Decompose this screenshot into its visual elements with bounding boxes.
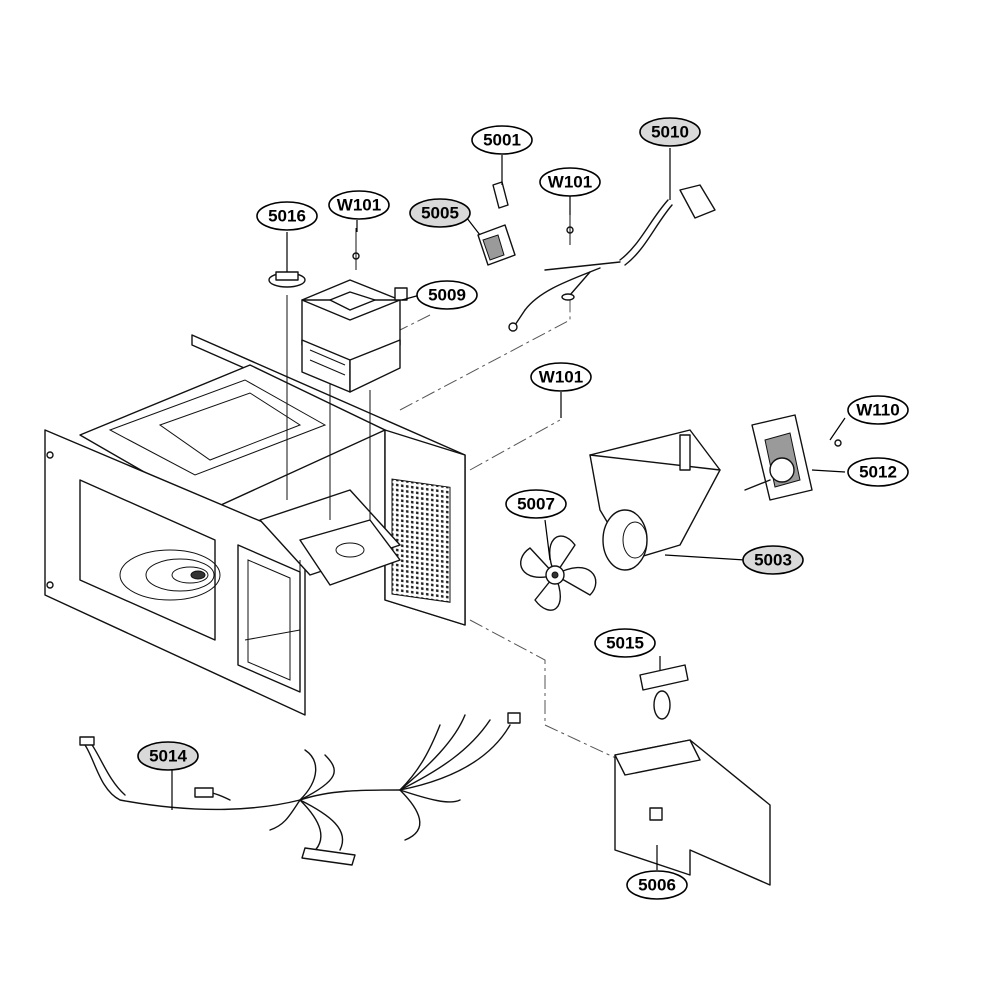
label-5007: 5007 [505, 489, 567, 519]
svg-text:W110: W110 [856, 401, 899, 420]
lamp-part-5015 [639, 664, 689, 720]
oven-cavity-chassis [44, 295, 466, 716]
svg-text:W101: W101 [539, 368, 583, 387]
svg-text:5012: 5012 [859, 463, 897, 482]
svg-text:W101: W101 [548, 173, 592, 192]
label-5014: 5014 [137, 741, 199, 771]
svg-text:5015: 5015 [606, 634, 644, 653]
thermostat-part-5016 [268, 271, 306, 288]
label-5003: 5003 [742, 545, 804, 575]
label-5012: 5012 [847, 457, 909, 487]
fuse-part-5001 [492, 181, 509, 209]
label-w101-top-left: W101 [328, 190, 390, 220]
fan-motor-part-5012 [744, 414, 842, 501]
fuse-holder-part-5005 [477, 224, 516, 266]
label-w101-top-right: W101 [539, 167, 601, 197]
motor-bracket-part-5003 [589, 429, 721, 571]
air-guide-part-5006 [614, 739, 771, 886]
label-5001: 5001 [471, 125, 533, 155]
svg-text:5010: 5010 [651, 123, 689, 142]
label-5016: 5016 [256, 201, 318, 231]
svg-text:5016: 5016 [268, 207, 306, 226]
svg-text:5014: 5014 [149, 747, 187, 766]
svg-text:W101: W101 [337, 196, 381, 215]
label-5009: 5009 [416, 280, 478, 310]
svg-text:5003: 5003 [754, 551, 792, 570]
svg-text:5007: 5007 [517, 495, 555, 514]
svg-text:5006: 5006 [638, 876, 676, 895]
label-w101-middle: W101 [530, 362, 592, 392]
label-5010: 5010 [639, 117, 701, 147]
label-w110: W110 [847, 395, 909, 425]
label-5005: 5005 [409, 198, 471, 228]
svg-text:5001: 5001 [483, 131, 521, 150]
svg-text:5005: 5005 [421, 204, 459, 223]
power-cord-part-5010 [508, 184, 716, 332]
fan-blade-part-5007 [520, 535, 597, 611]
wire-harness-part-5014 [79, 712, 521, 866]
transformer-part-5009 [301, 228, 408, 393]
label-5006: 5006 [626, 870, 688, 900]
svg-text:5009: 5009 [428, 286, 466, 305]
assembly-dash-lines [399, 300, 621, 761]
label-5015: 5015 [594, 628, 656, 658]
